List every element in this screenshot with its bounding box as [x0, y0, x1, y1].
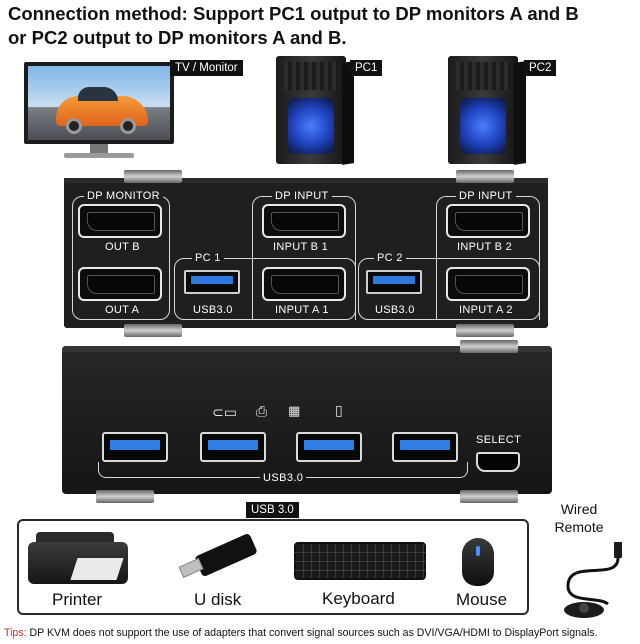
hdmi-port[interactable]	[476, 452, 520, 472]
kvm-back-top	[62, 346, 552, 352]
usb-stick-icon: ⊂▭	[212, 405, 237, 421]
pc1-tag: PC1	[350, 60, 383, 76]
usb-disk-connector	[178, 558, 204, 578]
dp-port-input-a1[interactable]	[262, 267, 346, 301]
pc2-tag: PC2	[524, 60, 557, 76]
wired-remote-label: Wired Remote	[550, 500, 608, 536]
select-label: SELECT	[476, 434, 522, 446]
pc2-label: PC 2	[374, 252, 406, 264]
heading-line-1: Connection method: Support PC1 output to…	[8, 3, 579, 24]
heading-line-2: or PC2 output to DP monitors A and B.	[8, 27, 347, 48]
tips-prefix: Tips:	[4, 627, 27, 639]
input-a1-label: INPUT A 1	[272, 304, 332, 316]
usb-port-3[interactable]	[296, 432, 362, 462]
pc-side	[342, 61, 354, 165]
dp-port-input-b1[interactable]	[262, 204, 346, 238]
keyboard-row	[294, 552, 426, 553]
usb-port-2[interactable]	[200, 432, 266, 462]
out-a-label: OUT A	[102, 304, 143, 316]
kvm-foot	[96, 490, 154, 503]
mouse-label: Mouse	[456, 590, 508, 609]
usb-pc1-label: USB3.0	[190, 304, 236, 316]
usb30-tag: USB 3.0	[246, 502, 299, 518]
tv-monitor-image	[24, 62, 174, 160]
tv-frame	[24, 62, 174, 144]
tv-foot	[64, 153, 134, 158]
pc-fan-glow	[460, 98, 506, 154]
keyboard-label: Keyboard	[322, 589, 395, 608]
pc-vent	[456, 62, 510, 90]
input-a2-label: INPUT A 2	[456, 304, 516, 316]
printer-icon: ⎙	[256, 404, 268, 420]
printer-image	[28, 532, 138, 586]
tips-note: Tips: DP KVM does not support the use of…	[4, 626, 638, 640]
dp-port-out-a[interactable]	[78, 267, 162, 301]
usb30-back-label: USB3.0	[260, 472, 307, 484]
tv-stand	[90, 144, 108, 154]
dp-monitor-label: DP MONITOR	[84, 190, 163, 202]
out-b-label: OUT B	[102, 241, 143, 253]
usb-port-1[interactable]	[102, 432, 168, 462]
kvm-front-top	[64, 178, 548, 186]
keyboard-icon: ▦	[288, 404, 301, 419]
pc-fan-glow	[288, 98, 334, 154]
keyboard-row	[294, 561, 426, 562]
pc1-tower-image	[276, 56, 358, 166]
usb-disk-body	[194, 532, 258, 578]
heading: Connection method: Support PC1 output to…	[8, 2, 628, 50]
kvm-foot	[460, 490, 518, 503]
printer-paper	[70, 558, 124, 580]
tips-text: DP KVM does not support the use of adapt…	[26, 627, 598, 639]
dp-input-2-label: DP INPUT	[456, 190, 516, 202]
usb-disk-image	[178, 532, 258, 578]
input-b1-label: INPUT B 1	[270, 241, 332, 253]
wired-remote-line-1: Wired	[560, 501, 598, 517]
printer-label: Printer	[52, 590, 103, 609]
usb-port-pc2[interactable]	[366, 270, 422, 294]
kvm-foot	[124, 324, 182, 337]
pc-side	[514, 61, 526, 165]
kvm-foot	[124, 170, 182, 183]
input-b2-label: INPUT B 2	[454, 241, 516, 253]
wired-remote-image	[564, 542, 622, 618]
tv-monitor-tag: TV / Monitor	[170, 60, 243, 76]
usb-port-pc1[interactable]	[184, 270, 240, 294]
wired-remote-line-2: Remote	[554, 519, 604, 535]
kvm-back-box	[62, 346, 552, 494]
dp-port-input-a2[interactable]	[446, 267, 530, 301]
pc1-label: PC 1	[192, 252, 224, 264]
car-image	[56, 87, 148, 134]
dp-input-1-label: DP INPUT	[272, 190, 332, 202]
car-wheel	[66, 118, 82, 134]
udisk-label: U disk	[194, 590, 242, 609]
dp-port-input-b2[interactable]	[446, 204, 530, 238]
usb-pc2-label: USB3.0	[372, 304, 418, 316]
mouse-image	[462, 538, 494, 586]
select-knob[interactable]	[460, 340, 518, 353]
remote-cable	[566, 557, 620, 606]
keyboard-row	[294, 570, 426, 571]
pc-vent	[284, 62, 338, 90]
mouse-icon: ▯	[335, 403, 343, 419]
kvm-foot	[456, 170, 514, 183]
remote-button	[579, 603, 589, 613]
car-wheel	[120, 118, 136, 134]
tv-screen	[28, 66, 170, 140]
usb-port-4[interactable]	[392, 432, 458, 462]
dp-port-out-b[interactable]	[78, 204, 162, 238]
kvm-foot	[456, 324, 514, 337]
pc2-tower-image	[448, 56, 530, 166]
remote-plug	[614, 542, 622, 558]
